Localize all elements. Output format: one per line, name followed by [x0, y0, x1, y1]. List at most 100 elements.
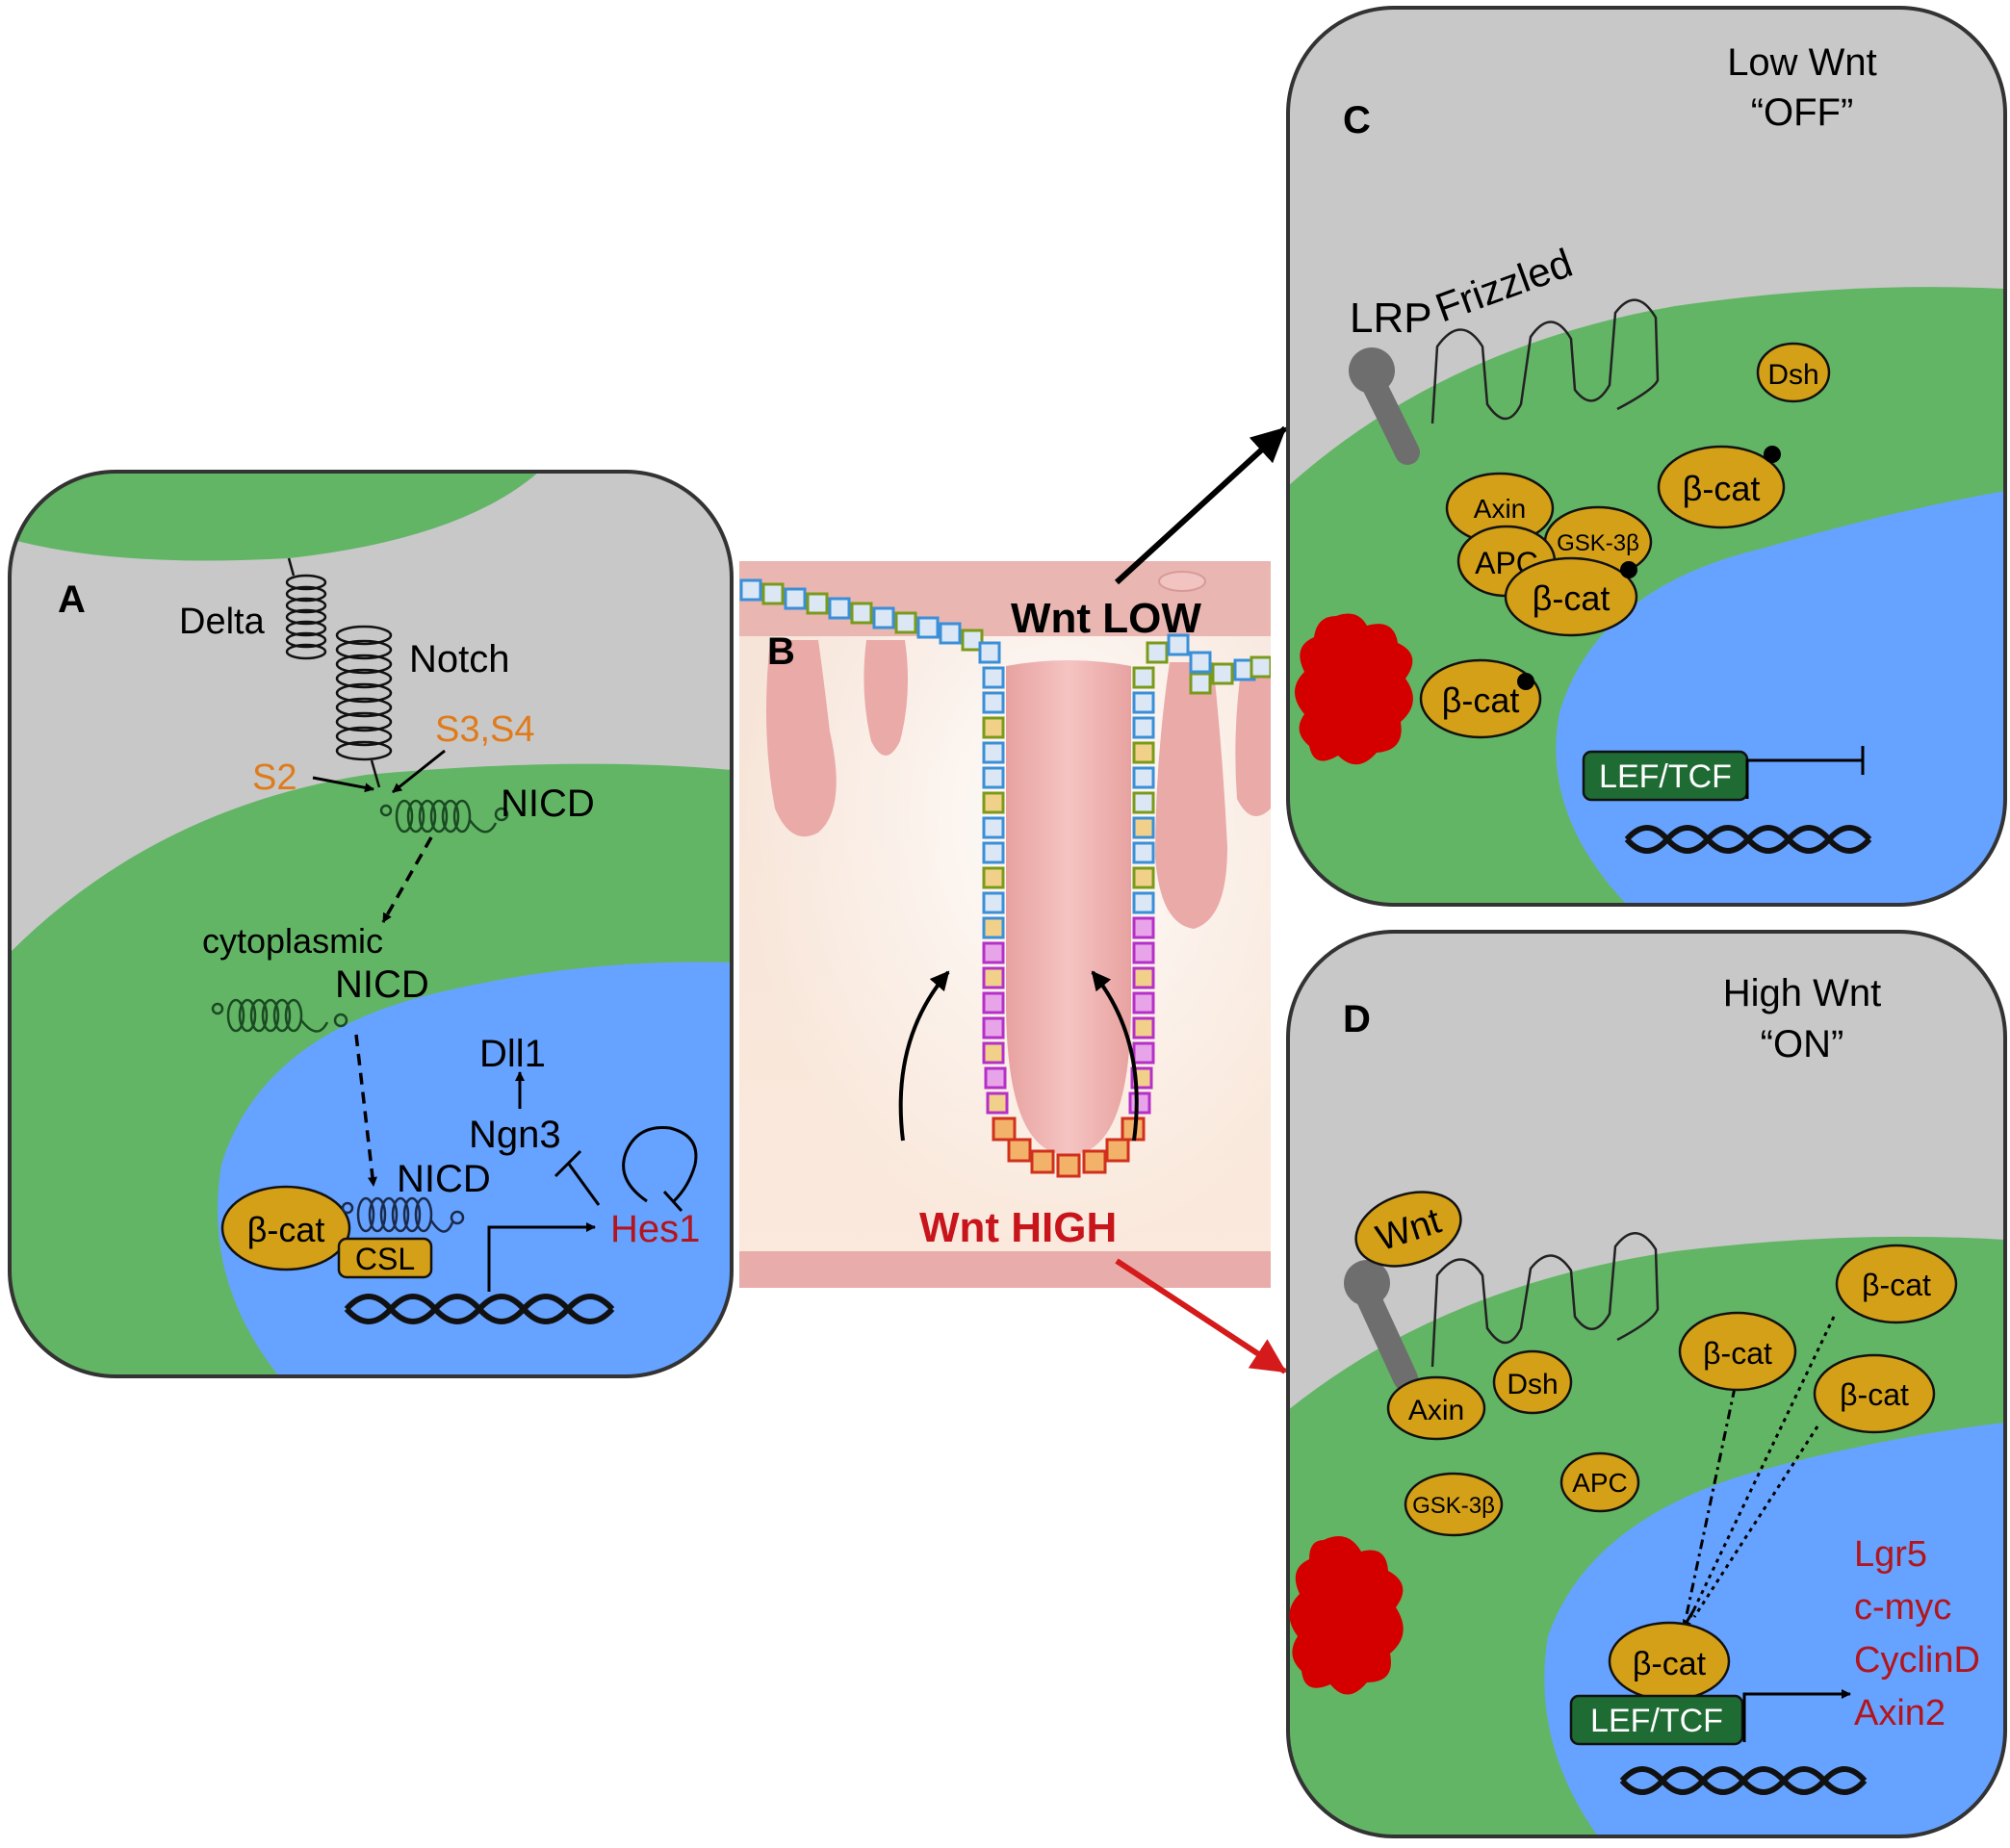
- notch-label: Notch: [409, 638, 510, 680]
- proteasome: [1295, 613, 1413, 765]
- bcat-proteasome-phospho-dot: [1517, 673, 1534, 690]
- nicd-nuclear-label: NICD: [397, 1158, 491, 1200]
- axin-label: Axin: [1474, 494, 1526, 524]
- dna-helix: [344, 1294, 615, 1324]
- panel-a: A Delta Notch S2 S3,S4: [8, 470, 734, 1378]
- panel-a-neighbor-cell: [10, 472, 539, 561]
- nicd-nuclear-coil: [341, 1196, 465, 1233]
- bcat-free-label: β-cat: [1683, 469, 1761, 508]
- lrp-receptor: [1349, 347, 1420, 465]
- transcription-arrow: [487, 1222, 596, 1292]
- bcat-proteasome-protein: [1419, 658, 1542, 739]
- villus-1: [766, 640, 837, 837]
- frizzled-receptor-d: [1430, 1232, 1660, 1368]
- notch-receptor: [335, 625, 393, 788]
- crypt-wall-left: [982, 666, 1032, 1163]
- bcat-complex-protein: [1504, 556, 1638, 637]
- crypt-base: [1030, 1149, 1107, 1178]
- bcat-free-phospho-dot: [1764, 446, 1781, 463]
- s3s4-arrow: [392, 749, 446, 794]
- panel-c-state-line2: “OFF”: [1751, 91, 1854, 134]
- dsh-label-d: Dsh: [1507, 1369, 1558, 1400]
- bcat-proteasome-label: β-cat: [1442, 680, 1520, 720]
- nicd-mid-coil: [211, 998, 348, 1033]
- wnt-low-label: Wnt LOW: [1011, 595, 1201, 642]
- dll1-label: Dll1: [479, 1033, 546, 1075]
- s2-label: S2: [252, 757, 296, 798]
- hes1-autoinhibition: [622, 1126, 698, 1213]
- ngn3-label: Ngn3: [469, 1114, 561, 1156]
- csl-protein: [337, 1237, 433, 1279]
- nicd-translocation-arrow-2: [354, 1034, 377, 1187]
- panel-d-letter: D: [1343, 998, 1371, 1040]
- dsh-protein-d: [1492, 1349, 1573, 1415]
- panel-c-border: [1286, 6, 2007, 907]
- panel-c: C Low Wnt “OFF” LRP Frizzled Dsh β-cat A…: [1286, 6, 2007, 907]
- wnt-high-to-d-arrow: [1115, 1258, 1287, 1374]
- dna-helix-c: [1624, 825, 1872, 854]
- wnt-high-label: Wnt HIGH: [919, 1204, 1117, 1251]
- target-gene-cmyc: c-myc: [1854, 1587, 1951, 1628]
- panel-c-letter: C: [1343, 99, 1371, 141]
- bcat-free-protein: [1657, 445, 1786, 529]
- csl-label: CSL: [355, 1242, 415, 1276]
- target-gene-lgr5: Lgr5: [1854, 1534, 1927, 1575]
- crypt-wall-right: [1105, 666, 1155, 1163]
- target-genes: Lgr5 c-myc CyclinD Axin2: [1854, 1534, 1980, 1733]
- apc-label-d: APC: [1572, 1468, 1628, 1498]
- apc-protein-d: [1559, 1451, 1640, 1513]
- panel-d-border: [1286, 930, 2007, 1838]
- crypt-lumen: [1006, 660, 1131, 1155]
- target-gene-axin2: Axin2: [1854, 1693, 1946, 1733]
- dsh-protein: [1756, 342, 1831, 403]
- bcat-nuclear-label: β-cat: [247, 1210, 325, 1249]
- bcat-complex-label: β-cat: [1533, 578, 1611, 618]
- panel-b-letter: B: [767, 630, 795, 673]
- villus-4: [1235, 664, 1271, 816]
- panel-c-state-line1: Low Wnt: [1727, 41, 1877, 84]
- bcat-label-2: β-cat: [1862, 1268, 1931, 1302]
- bcat-protein-2: [1835, 1244, 1958, 1324]
- nicd-top-coil: [379, 799, 509, 834]
- lrp-receptor-d: [1344, 1260, 1418, 1391]
- panel-d-state-line2: “ON”: [1761, 1023, 1844, 1065]
- villus-top: [1158, 571, 1206, 592]
- panel-b: B Wnt LOW Wnt HIGH: [739, 561, 1271, 1288]
- nicd-translocation-arrow-1: [381, 836, 433, 923]
- panel-d: D High Wnt “ON” Wnt Axin Dsh GSK-3β APC …: [1286, 930, 2007, 1838]
- axin-protein-d: [1386, 1375, 1486, 1441]
- panel-a-letter: A: [58, 578, 86, 621]
- lrp-label: LRP: [1350, 295, 1432, 342]
- hes1-label: Hes1: [610, 1208, 700, 1250]
- bcat-label-1: β-cat: [1703, 1336, 1772, 1371]
- dna-helix-d: [1619, 1766, 1868, 1795]
- s2-arrow: [312, 776, 374, 793]
- bcat-complex-phospho-dot: [1620, 561, 1637, 578]
- hes1-inhibits-ngn3: [554, 1149, 601, 1206]
- bcat-nuclear-protein: [220, 1185, 351, 1271]
- delta-label: Delta: [179, 602, 266, 642]
- cytoplasmic-label: cytoplasmic: [202, 921, 383, 961]
- wnt-low-to-c-arrow: [1114, 425, 1288, 585]
- lef-tcf-label: LEF/TCF: [1599, 758, 1732, 795]
- repressed-promoter-arrow: [1745, 758, 1863, 799]
- gsk-protein-d: [1404, 1472, 1504, 1537]
- bcat-label-3: β-cat: [1840, 1377, 1909, 1412]
- panel-c-nucleus: [1556, 491, 2005, 905]
- gsk-label-d: GSK-3β: [1412, 1493, 1495, 1519]
- lef-tcf-box-d: [1569, 1694, 1744, 1746]
- panel-b-submucosa: [739, 1251, 1271, 1288]
- proteasome-d: [1289, 1536, 1404, 1695]
- nicd-mid-label: NICD: [335, 963, 429, 1006]
- delta-receptor: [285, 557, 327, 660]
- dsh-label: Dsh: [1767, 359, 1818, 391]
- panel-d-state-line1: High Wnt: [1723, 972, 1882, 1014]
- lef-tcf-label-d: LEF/TCF: [1590, 1703, 1723, 1739]
- bcat-nuclear-label-d: β-cat: [1633, 1646, 1707, 1682]
- gsk-label: GSK-3β: [1557, 530, 1639, 556]
- axin-label-d: Axin: [1408, 1395, 1464, 1426]
- villus-3: [1155, 662, 1227, 929]
- bcat-protein-3: [1813, 1353, 1936, 1434]
- wnt-ligand: [1354, 1191, 1462, 1268]
